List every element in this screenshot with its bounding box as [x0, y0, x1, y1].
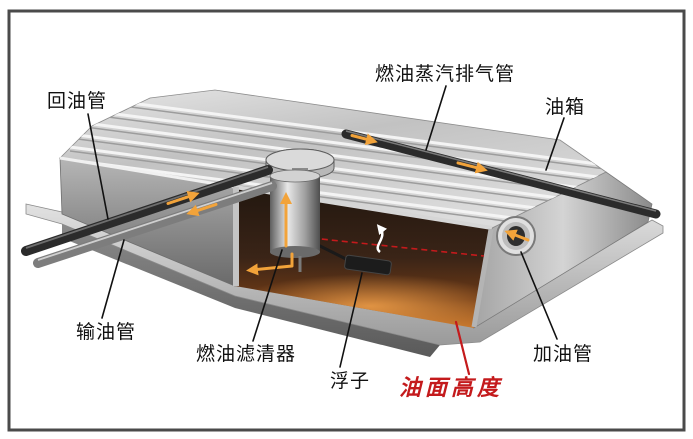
label-vapor-vent-pipe: 燃油蒸汽排气管: [375, 63, 515, 85]
float: [344, 254, 392, 276]
vent-flow-arrow-2: [456, 161, 488, 174]
label-fuel-filter: 燃油滤清器: [196, 343, 296, 365]
filter-flow-arrow-inlet: [246, 252, 294, 276]
label-supply-pipe: 输油管: [76, 321, 136, 343]
leader-float: [339, 272, 363, 368]
leader-supply-pipe: [101, 239, 125, 319]
leader-fuel-level: [454, 320, 471, 376]
leader-return-pipe: [87, 113, 109, 220]
supply-pipe-highlight: [37, 182, 273, 261]
filter-cap-top: [265, 148, 335, 172]
filter-cylinder: [270, 176, 320, 252]
leader-fuel-tank: [545, 117, 565, 171]
label-return-pipe: 回油管: [47, 90, 107, 112]
tank-front-top-edge: [59, 156, 236, 189]
label-fuel-tank: 油箱: [545, 96, 585, 118]
supply-pipe: [33, 181, 277, 268]
fuel-filter-unit: [265, 148, 335, 272]
filter-cylinder-top: [269, 169, 321, 183]
cutaway-wall-right: [471, 228, 494, 328]
leader-fuel-filter: [252, 249, 283, 342]
return-pipe-highlight: [25, 166, 269, 249]
label-float: 浮子: [330, 370, 370, 392]
leader-vapor-vent-pipe: [425, 85, 447, 151]
supply-flow-arrow: [186, 202, 218, 217]
leader-filler-pipe: [520, 251, 558, 340]
filler-flow-arrow: [504, 229, 530, 242]
label-filler-pipe: 加油管: [533, 343, 593, 365]
vapor-vent-pipe: [341, 129, 661, 219]
filter-cylinder-bottom: [270, 246, 320, 258]
return-pipe: [21, 165, 273, 256]
tank-lower-body: [62, 224, 440, 357]
vent-flow-arrow-1: [350, 133, 378, 145]
vapor-vent-pipe-highlight: [345, 130, 657, 212]
label-fuel-level: 油面高度: [399, 375, 503, 401]
fuel-level-line: [291, 235, 485, 257]
return-flow-arrow: [166, 191, 200, 205]
float-motion-arrow: [376, 224, 388, 253]
